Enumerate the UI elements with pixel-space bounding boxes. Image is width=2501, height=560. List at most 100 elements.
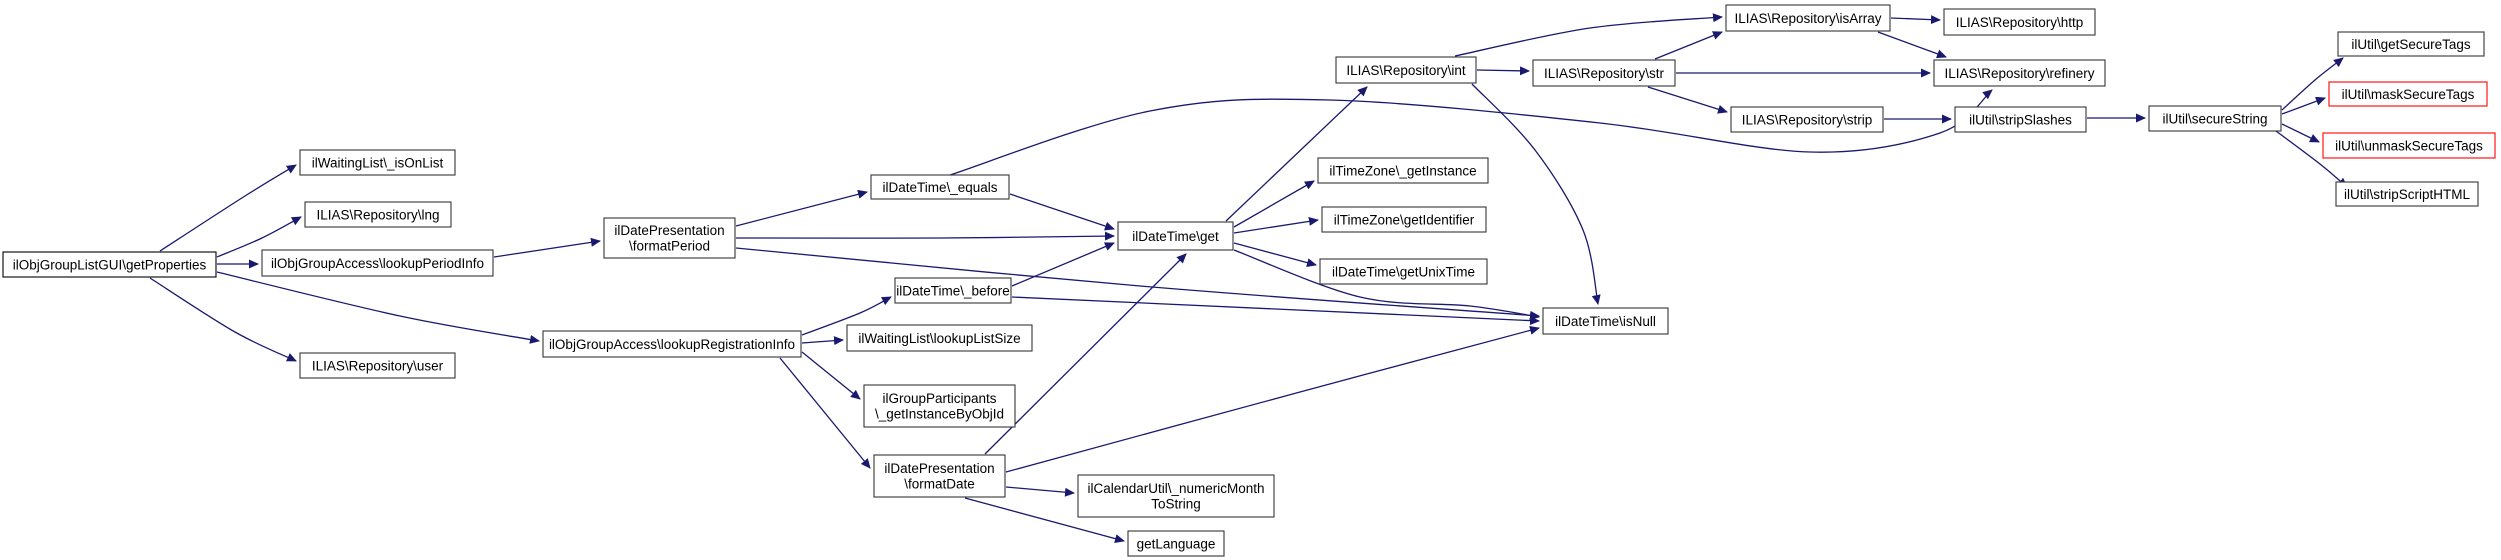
edge-int-isNull [1471,83,1601,305]
node-secureString[interactable]: ilUtil\secureString [2148,105,2282,132]
node-lookupRegistrationInfo[interactable]: ilObjGroupAccess\lookupRegistrationInfo [542,330,802,358]
node-box-refinery[interactable] [1933,59,2106,87]
node-label-lookupListSize: ilWaitingList\lookupListSize [858,331,1020,346]
node-getSecureTags[interactable]: ilUtil\getSecureTags [2337,31,2485,57]
node-box-user[interactable] [299,352,456,379]
edge-formatPeriod-isNull [735,247,1540,320]
node-box-stripScriptHTML[interactable] [2335,181,2479,207]
node-isNull[interactable]: ilDateTime\isNull [1542,307,1669,335]
node-box-unmaskSecureTags[interactable] [2322,132,2496,159]
node-formatDate[interactable]: ilDatePresentation\formatDate [873,454,1006,498]
node-label-isNull: ilDateTime\isNull [1555,314,1656,329]
node-label-line: ILIAS\Repository\lng [316,207,439,222]
edge-formatPeriod-equals [735,189,868,227]
node-box-before[interactable] [894,277,1012,304]
node-label-lng: ILIAS\Repository\lng [316,207,439,222]
edge-get-getIdentifier [1233,216,1319,234]
node-unmaskSecureTags[interactable]: ilUtil\unmaskSecureTags [2322,132,2496,159]
node-box-get[interactable] [1117,221,1234,251]
node-stripSlashes[interactable]: ilUtil\stripSlashes [1954,106,2087,133]
node-label-getIdentifier: ilTimeZone\getIdentifier [1334,212,1475,227]
node-label-line: ILIAS\Repository\strip [1742,112,1873,127]
edge-isArray-http [1890,15,1941,25]
node-label-line: getLanguage [1137,536,1216,551]
node-before[interactable]: ilDateTime\_before [894,277,1012,304]
node-label-line: ilWaitingList\_isOnList [312,155,444,170]
node-label-line: ilUtil\getSecureTags [2351,37,2471,52]
node-maskSecureTags[interactable]: ilUtil\maskSecureTags [2328,81,2488,107]
node-lng[interactable]: ILIAS\Repository\lng [304,201,452,228]
node-get[interactable]: ilDateTime\get [1117,221,1234,251]
node-label-formatPeriod: ilDatePresentation\formatPeriod [614,223,724,254]
node-box-isOnList[interactable] [299,149,456,176]
node-label-line: ilCalendarUtil\_numericMonth [1087,481,1264,496]
node-box-getLanguage[interactable] [1127,530,1225,557]
node-label-user: ILIAS\Repository\user [312,358,444,373]
node-lookupPeriodInfo[interactable]: ilObjGroupAccess\lookupPeriodInfo [261,249,494,277]
node-formatPeriod[interactable]: ilDatePresentation\formatPeriod [603,217,736,259]
node-label-line: ilDateTime\get [1132,229,1219,244]
node-label-line: \formatDate [904,477,975,492]
node-label-getLanguage: getLanguage [1137,536,1216,551]
node-equals[interactable]: ilDateTime\_equals [870,174,1010,200]
node-lookupListSize[interactable]: ilWaitingList\lookupListSize [846,324,1033,352]
edge-secureString-getSecureTags [2281,57,2344,111]
edge-getProperties-user [149,277,297,362]
node-refinery[interactable]: ILIAS\Repository\refinery [1933,59,2106,87]
edge-get-getUnixTime [1233,242,1317,268]
node-box-http[interactable] [1943,8,2096,36]
node-label-line: ilDateTime\_equals [882,180,997,195]
node-box-secureString[interactable] [2148,105,2282,132]
node-http[interactable]: ILIAS\Repository\http [1943,8,2096,36]
node-box-isNull[interactable] [1542,307,1669,335]
node-getInstanceByObjId[interactable]: ilGroupParticipants\_getInstanceByObjId [863,384,1016,428]
edge-str-strip [1647,86,1728,114]
edge-int-str [1476,66,1530,76]
node-label-refinery: ILIAS\Repository\refinery [1944,66,2094,81]
node-label-stripSlashes: ilUtil\stripSlashes [1969,112,2072,127]
node-box-str[interactable] [1532,59,1676,87]
edge-lookupRegistrationInfo-before [801,296,892,336]
node-strip[interactable]: ILIAS\Repository\strip [1730,106,1884,133]
node-label-line: ILIAS\Repository\http [1956,15,2084,30]
node-box-isArray[interactable] [1725,4,1891,32]
node-label-line: ilDatePresentation [884,461,994,476]
node-box-numericMonthToString[interactable] [1077,474,1275,518]
node-isArray[interactable]: ILIAS\Repository\isArray [1725,4,1891,32]
node-box-formatDate[interactable] [873,454,1006,498]
node-box-getSecureTags[interactable] [2337,31,2485,57]
edge-formatDate-get [984,253,1187,455]
node-box-strip[interactable] [1730,106,1884,133]
node-box-lookupPeriodInfo[interactable] [261,249,494,277]
node-label-line: ILIAS\Repository\refinery [1944,66,2094,81]
node-label-line: ilObjGroupAccess\lookupRegistrationInfo [549,337,795,352]
node-box-int[interactable] [1335,56,1477,84]
edge-get-getInstance [1233,180,1315,228]
node-label-getInstanceByObjId: ilGroupParticipants\_getInstanceByObjId [875,391,1004,422]
node-getInstance[interactable]: ilTimeZone\_getInstance [1317,157,1489,184]
node-box-getIdentifier[interactable] [1321,206,1487,233]
node-getIdentifier[interactable]: ilTimeZone\getIdentifier [1321,206,1487,233]
node-box-maskSecureTags[interactable] [2328,81,2488,107]
node-box-formatPeriod[interactable] [603,217,736,259]
node-box-lng[interactable] [304,201,452,228]
node-getLanguage[interactable]: getLanguage [1127,530,1225,557]
node-label-lookupPeriodInfo: ilObjGroupAccess\lookupPeriodInfo [271,256,484,271]
node-isOnList[interactable]: ilWaitingList\_isOnList [299,149,456,176]
node-int[interactable]: ILIAS\Repository\int [1335,56,1477,84]
node-box-lookupRegistrationInfo[interactable] [542,330,802,358]
node-box-lookupListSize[interactable] [846,324,1033,352]
node-box-stripSlashes[interactable] [1954,106,2087,133]
node-box-getInstance[interactable] [1317,157,1489,184]
node-user[interactable]: ILIAS\Repository\user [299,352,456,379]
node-getUnixTime[interactable]: ilDateTime\getUnixTime [1319,258,1488,285]
node-str[interactable]: ILIAS\Repository\str [1532,59,1676,87]
node-box-getUnixTime[interactable] [1319,258,1488,285]
edge-before-isNull [1011,296,1540,326]
node-stripScriptHTML[interactable]: ilUtil\stripScriptHTML [2335,181,2479,207]
node-label-line: ilUtil\unmaskSecureTags [2335,138,2483,153]
node-box-equals[interactable] [870,174,1010,200]
node-box-getInstanceByObjId[interactable] [863,384,1016,428]
